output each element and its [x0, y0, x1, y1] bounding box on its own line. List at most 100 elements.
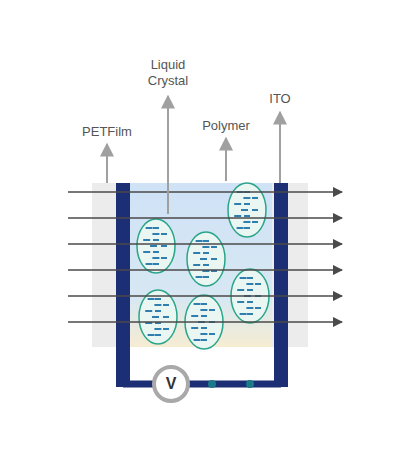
- lc-molecule: [247, 277, 253, 279]
- lc-molecule: [201, 303, 207, 305]
- lc-molecule: [193, 264, 200, 266]
- leader-line: [106, 144, 108, 183]
- lc-molecule: [154, 328, 161, 330]
- voltage-symbol: V: [166, 375, 177, 393]
- lc-molecule: [200, 258, 207, 260]
- lc-molecule: [154, 304, 161, 306]
- lc-molecule: [241, 209, 248, 211]
- lc-molecule: [146, 263, 153, 265]
- light-ray: [68, 269, 342, 271]
- light-ray: [68, 321, 342, 323]
- light-rays: [68, 192, 342, 322]
- lc-molecule: [243, 197, 250, 199]
- lc-molecule: [145, 310, 152, 312]
- voltage-source: V: [152, 365, 190, 403]
- lc-molecule: [193, 252, 200, 254]
- lc-droplet: [228, 183, 266, 237]
- lc-molecule: [148, 298, 155, 300]
- lc-molecule: [200, 333, 207, 335]
- lc-molecule: [246, 307, 253, 309]
- lc-molecule: [191, 327, 198, 329]
- lc-molecule: [153, 251, 159, 253]
- lc-molecule: [237, 289, 244, 291]
- lc-molecule: [201, 327, 207, 329]
- lc-molecule: [247, 289, 253, 291]
- part-label: Polymer: [202, 118, 250, 134]
- lc-molecule: [203, 252, 209, 254]
- lc-molecule: [247, 301, 253, 303]
- light-ray: [68, 217, 342, 219]
- lc-molecule: [148, 334, 155, 336]
- light-ray: [68, 243, 342, 245]
- lc-molecule: [194, 339, 201, 341]
- lc-molecule: [240, 313, 247, 315]
- lc-molecule: [161, 257, 167, 259]
- lc-molecule: [163, 316, 169, 318]
- lc-molecule: [246, 283, 253, 285]
- lc-molecule: [252, 197, 258, 199]
- lc-molecule: [155, 334, 161, 336]
- lc-droplet: [187, 232, 225, 286]
- lc-molecule: [143, 251, 150, 253]
- lc-molecule: [163, 304, 169, 306]
- lc-molecule: [203, 264, 209, 266]
- lc-molecule: [244, 215, 250, 217]
- lc-molecule: [252, 221, 258, 223]
- lc-molecule: [255, 307, 261, 309]
- lc-molecule: [152, 316, 159, 318]
- lc-molecule: [143, 239, 150, 241]
- lc-molecule: [237, 301, 244, 303]
- lc-molecule: [247, 313, 253, 315]
- lc-molecule: [200, 309, 207, 311]
- ito-left: [116, 183, 130, 387]
- lc-molecule: [152, 233, 159, 235]
- lc-molecule: [234, 215, 241, 217]
- lc-molecule: [153, 263, 159, 265]
- lc-molecule: [209, 333, 215, 335]
- lc-molecule: [161, 233, 167, 235]
- lc-molecule: [196, 240, 203, 242]
- lc-molecule: [152, 257, 159, 259]
- lc-molecule: [243, 221, 250, 223]
- wire-dot: [246, 380, 254, 388]
- light-ray: [68, 295, 342, 297]
- lc-molecule: [244, 227, 250, 229]
- leader-lines: [107, 96, 280, 214]
- part-label: PETFilm: [82, 124, 132, 140]
- lc-molecule: [161, 245, 167, 247]
- lc-molecule: [201, 315, 207, 317]
- lc-molecule: [234, 203, 241, 205]
- lc-molecule: [155, 298, 161, 300]
- lc-molecule: [155, 310, 161, 312]
- lc-droplet: [139, 290, 177, 344]
- leader-line: [279, 112, 281, 183]
- lc-molecule: [255, 283, 261, 285]
- lc-molecule: [163, 328, 169, 330]
- lc-molecule: [252, 209, 258, 211]
- lc-molecule: [244, 203, 250, 205]
- lc-molecule: [196, 276, 203, 278]
- part-label: Liquid Crystal: [136, 57, 200, 89]
- wire: [123, 381, 281, 388]
- lc-molecule: [191, 315, 198, 317]
- lc-molecule: [211, 246, 217, 248]
- lc-molecule: [150, 245, 157, 247]
- lc-molecule: [237, 227, 244, 229]
- droplets: [137, 183, 269, 349]
- leader-line: [225, 138, 227, 181]
- lc-molecule: [153, 239, 159, 241]
- lc-molecule: [201, 339, 207, 341]
- lc-molecule: [240, 277, 247, 279]
- part-label: ITO: [269, 91, 290, 107]
- lc-molecule: [203, 276, 209, 278]
- lc-molecule: [203, 240, 209, 242]
- ito-right: [274, 183, 288, 387]
- lc-molecule: [153, 227, 159, 229]
- lc-molecule: [209, 309, 215, 311]
- wire-dot: [208, 380, 216, 388]
- lc-droplet: [137, 219, 175, 273]
- leader-line: [167, 96, 169, 214]
- light-ray: [68, 191, 342, 193]
- lc-molecule: [146, 227, 153, 229]
